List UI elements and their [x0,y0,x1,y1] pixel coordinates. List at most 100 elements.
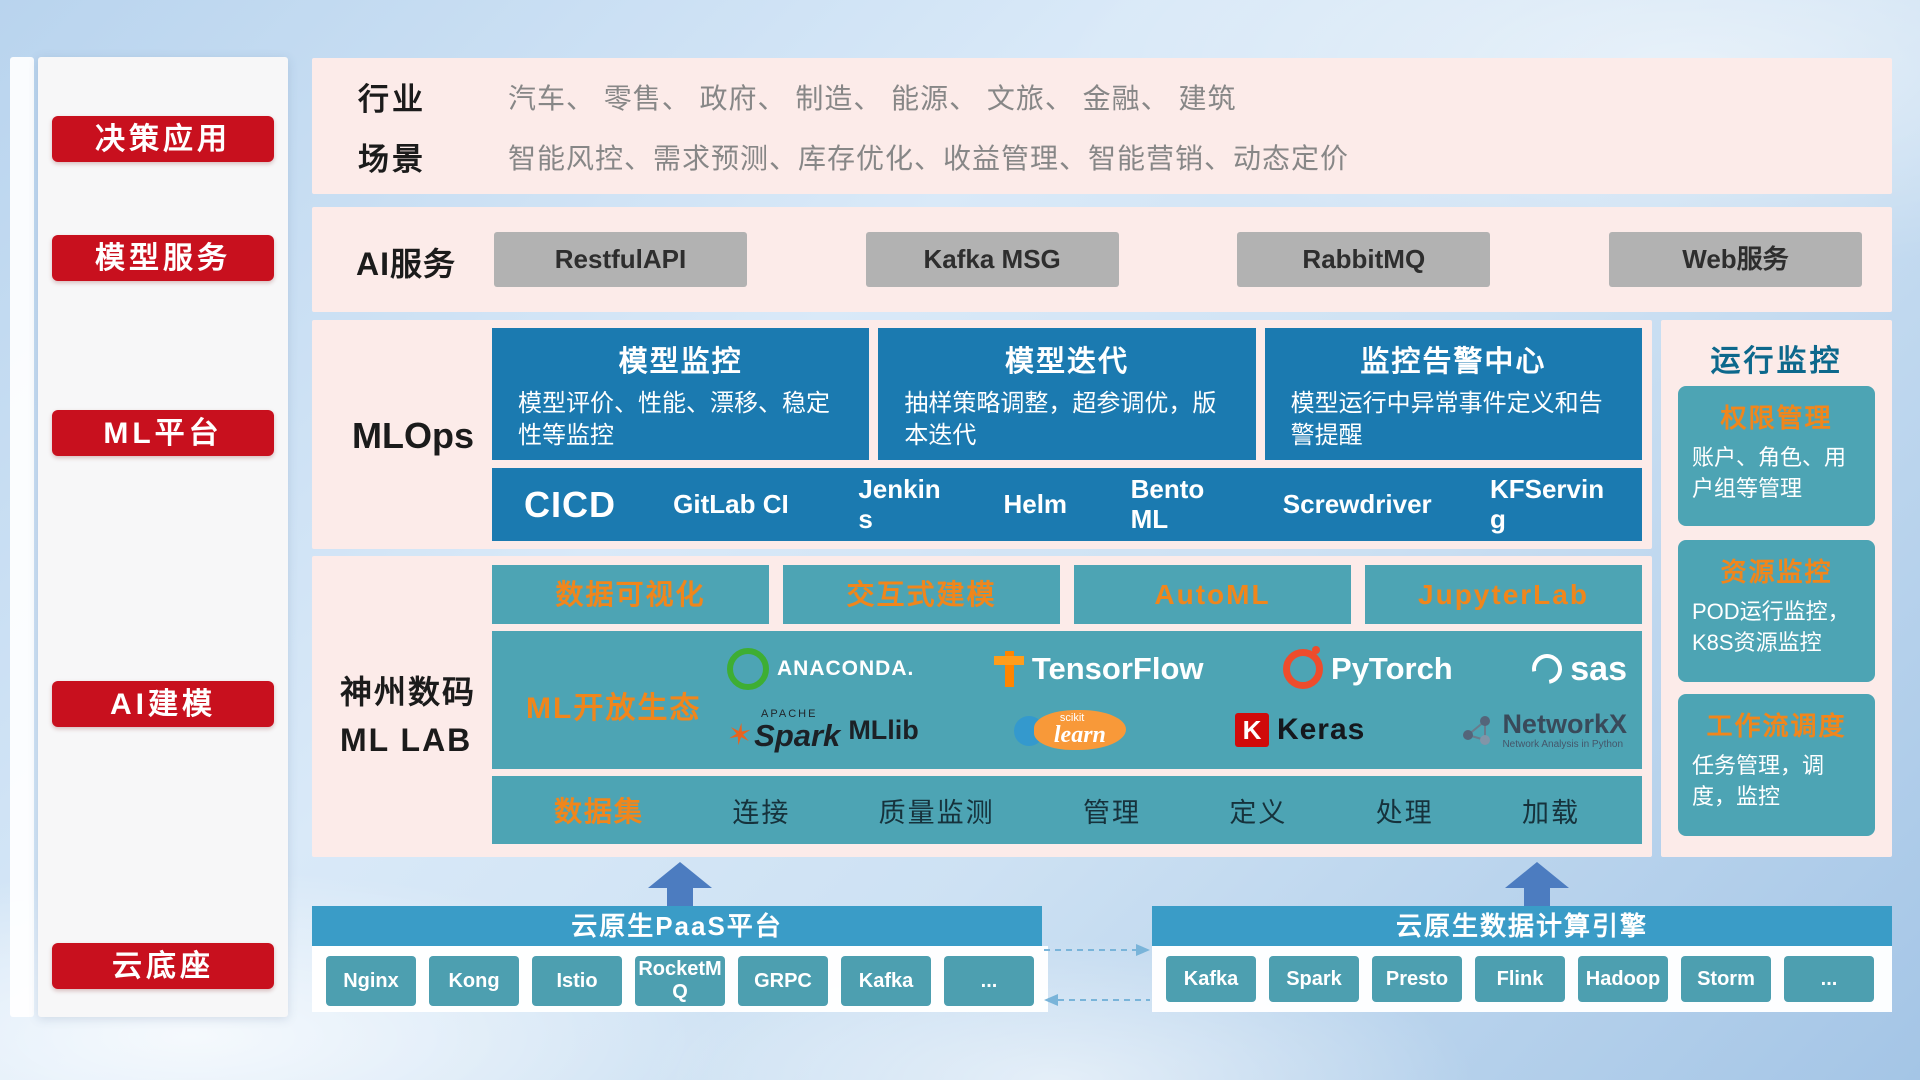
spark-star-icon: ✶ [724,716,755,754]
rabbitmq-button: RabbitMQ [1237,232,1491,287]
runtime-monitoring-title: 运行监控 [1710,345,1843,378]
jupyterlab-button: JupyterLab [1365,565,1642,624]
card-body: 任务管理，调度，监控 [1692,753,1825,809]
more-item: ... [944,956,1034,1006]
pytorch-wordmark: PyTorch [1331,651,1453,686]
automl-button: AutoML [1074,565,1351,624]
mlops-label: MLOps [352,415,474,456]
keras-wordmark: Keras [1276,713,1366,746]
scikit-caption: scikit [1059,712,1085,724]
ai-service-label: AI服务 [356,246,457,282]
grpc-item: GRPC [738,956,828,1006]
networkx-logo: NetworkX Network Analysis in Python [1460,708,1627,751]
ml-lab-label: 神州数码 ML LAB [340,668,476,764]
ecosystem-logos-row2: APACHE ✶ Spark MLlib scikit learn K [724,699,1627,761]
dataset-label: 数据集 [554,796,645,827]
ml-lab-label-line2: ML LAB [340,722,473,758]
sas-wordmark: sas [1570,649,1627,688]
cicd-label: CICD [524,483,616,525]
card-body: POD运行监控，K8S资源监控 [1692,599,1850,655]
sas-icon [1526,648,1569,690]
paas-components: Nginx Kong Istio RocketMQ GRPC Kafka ... [312,946,1048,1006]
card-body: 模型运行中异常事件定义和告警提醒 [1290,390,1603,450]
ml-ecosystem-box: ML开放生态 ANACONDA. TensorFlow PyTorch sas [492,631,1642,769]
layer-label-decision: 决策应用 [52,116,274,162]
card-title: 工作流调度 [1706,711,1847,741]
alert-center-card: 监控告警中心 模型运行中异常事件定义和告警提醒 [1264,328,1642,460]
anaconda-logo: ANACONDA. [727,648,914,690]
keras-logo: K Keras [1234,713,1366,747]
card-title: 资源监控 [1720,557,1833,587]
tensorflow-wordmark: TensorFlow [1031,651,1204,686]
industry-scene-panel: 行业 汽车、 零售、 政府、 制造、 能源、 文旅、 金融、 建筑 场景 智能风… [312,58,1892,194]
data-viz-button: 数据可视化 [492,565,769,624]
ml-ecosystem-label: ML开放生态 [526,692,702,725]
spark-apache-caption: APACHE [761,708,818,720]
networkx-icon [1463,716,1491,745]
dataset-bar: 数据集 连接 质量监测 管理 定义 处理 加载 [492,776,1642,844]
kafka-msg-button: Kafka MSG [865,232,1119,287]
bidirectional-dashed-arrows-icon [1044,944,1150,1006]
card-body: 账户、角色、用户组等管理 [1692,445,1847,501]
workflow-scheduling-card: 工作流调度 任务管理，调度，监控 [1678,694,1875,836]
rocketmq-item: RocketMQ [635,956,725,1006]
ecosystem-logos-row1: ANACONDA. TensorFlow PyTorch sas [727,641,1627,697]
jenkins-item: Jenkins [858,473,941,534]
mllib-wordmark: MLlib [848,714,919,745]
card-title: 模型迭代 [1004,346,1129,378]
restful-api-button: RestfulAPI [494,232,747,287]
dataset-item-process: 处理 [1375,797,1434,828]
spark-logo: APACHE ✶ Spark [724,708,841,754]
keras-icon: K [1234,713,1269,747]
scikit-learn-blob [1033,710,1126,750]
kfserving-item: KFServing [1489,473,1605,534]
scene-label: 场景 [358,142,426,177]
sas-logo: sas [1526,648,1627,690]
tensorflow-logo: TensorFlow [993,651,1204,687]
gitlab-ci-item: GitLab CI [673,488,789,519]
paas-platform-bar: 云原生PaaS平台 [312,906,1042,946]
mlops-cards: 模型监控 模型评价、性能、漂移、稳定性等监控 模型迭代 抽样策略调整，超参调优，… [492,328,1642,460]
industry-label: 行业 [358,82,426,117]
model-iteration-card: 模型迭代 抽样策略调整，超参调优，版本迭代 [878,328,1256,460]
istio-item: Istio [532,956,622,1006]
dataset-item-manage: 管理 [1083,797,1141,828]
card-title: 权限管理 [1720,403,1833,433]
layer-label-cloud-base: 云底座 [52,943,274,989]
dataset-item-connect: 连接 [732,797,791,828]
card-title: 监控告警中心 [1360,346,1547,378]
spark-mllib-logo: APACHE ✶ Spark MLlib [724,708,919,754]
up-arrow-engine-icon [1505,862,1569,906]
dataset-item-define: 定义 [1229,797,1288,828]
layer-sidebar: 决策应用 模型服务 ML平台 AI建模 云底座 [38,57,288,1017]
flink-item: Flink [1475,956,1565,1002]
permission-management-card: 权限管理 账户、角色、用户组等管理 [1678,386,1875,526]
kafka2-item: Kafka [1166,956,1256,1002]
hadoop-item: Hadoop [1578,956,1668,1002]
tensorflow-icon [993,651,1024,687]
ai-service-buttons: RestfulAPI Kafka MSG RabbitMQ Web服务 [494,232,1862,287]
spark-wordmark: Spark [754,718,841,753]
networkx-wordmark: NetworkX [1502,708,1627,739]
scene-list: 智能风控、需求预测、库存优化、收益管理、智能营销、动态定价 [508,143,1350,174]
spark-item: Spark [1269,956,1359,1002]
data-engine-strip: Kafka Spark Presto Flink Hadoop Storm ..… [1152,946,1892,1012]
ml-lab-label-line1: 神州数码 [340,674,477,710]
networkx-subtitle: Network Analysis in Python [1502,739,1624,751]
ai-service-panel: AI服务 RestfulAPI Kafka MSG RabbitMQ Web服务 [312,207,1892,312]
more2-item: ... [1784,956,1874,1002]
anaconda-wordmark: ANACONDA. [777,657,915,680]
card-body: 模型评价、性能、漂移、稳定性等监控 [518,390,830,450]
data-engine-bar: 云原生数据计算引擎 [1152,906,1892,946]
industry-list: 汽车、 零售、 政府、 制造、 能源、 文旅、 金融、 建筑 [508,83,1237,114]
card-body: 抽样策略调整，超参调优，版本迭代 [904,390,1217,450]
ml-lab-panel: 神州数码 ML LAB 数据可视化 交互式建模 AutoML JupyterLa… [312,556,1652,857]
scikit-learn-wordmark: learn [1053,722,1106,748]
kafka-item: Kafka [841,956,931,1006]
anaconda-icon [727,648,769,690]
cicd-bar: CICD GitLab CI Jenkins Helm BentoML Scre… [492,468,1642,541]
web-service-button: Web服务 [1608,232,1862,287]
presto-item: Presto [1372,956,1462,1002]
bentoml-item: BentoML [1130,473,1205,534]
ml-lab-features: 数据可视化 交互式建模 AutoML JupyterLab [492,565,1642,624]
